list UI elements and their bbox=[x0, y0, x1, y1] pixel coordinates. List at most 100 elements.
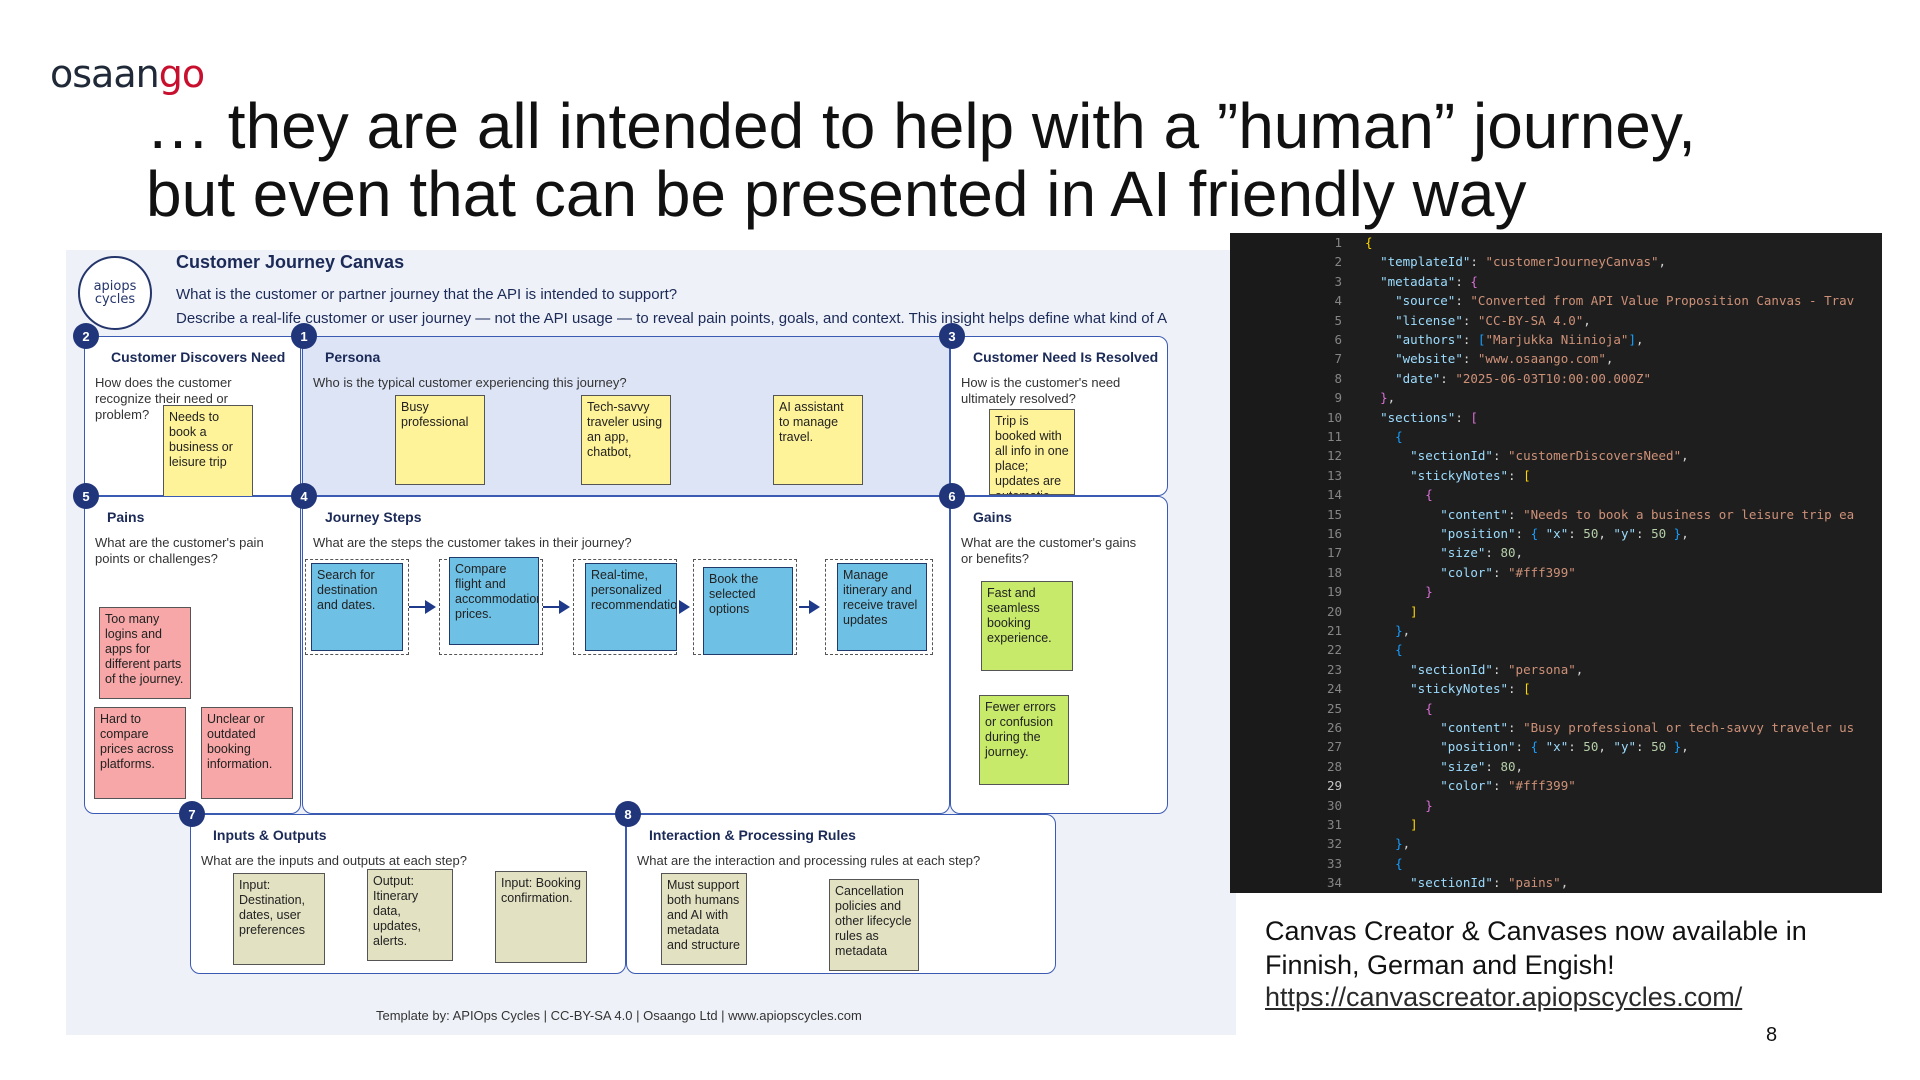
code-text: } bbox=[1425, 797, 1433, 813]
logo-part-2: go bbox=[158, 52, 205, 96]
sticky-note: Compare flight and accommodation prices. bbox=[449, 557, 539, 645]
code-line: 7 "website": "www.osaango.com", bbox=[1230, 349, 1882, 368]
code-text: }, bbox=[1395, 623, 1411, 638]
code-line: 11 { bbox=[1230, 427, 1882, 446]
section-title: Pains bbox=[107, 509, 145, 525]
section-question: What are the steps the customer takes in… bbox=[313, 535, 632, 550]
sticky-note: Cancellation policies and other lifecycl… bbox=[829, 879, 919, 971]
sticky-note: Fewer errors or confusion during the jou… bbox=[979, 695, 1069, 785]
section-question: How is the customer's need ultimately re… bbox=[961, 375, 1121, 406]
code-text: "sections": [ bbox=[1380, 409, 1478, 425]
section-title: Persona bbox=[325, 349, 381, 365]
apiops-cycles-logo: apiops cycles bbox=[78, 256, 152, 330]
section-title: Inputs & Outputs bbox=[213, 827, 327, 843]
code-text: "content": "Needs to book a business or … bbox=[1440, 506, 1855, 522]
code-line: 2 "templateId": "customerJourneyCanvas", bbox=[1230, 252, 1882, 271]
code-line: 15 "content": "Needs to book a business … bbox=[1230, 505, 1882, 524]
section-title: Interaction & Processing Rules bbox=[649, 827, 856, 843]
line-number: 24 bbox=[1326, 681, 1342, 697]
code-line: 9 }, bbox=[1230, 388, 1882, 407]
section-title: Customer Need Is Resolved bbox=[973, 349, 1159, 365]
code-text: "position": { "x": 50, "y": 50 }, bbox=[1440, 739, 1689, 755]
line-number: 28 bbox=[1326, 758, 1342, 774]
sticky-note: Trip is booked with all info in one plac… bbox=[989, 409, 1075, 495]
section-journey-steps: 4 Journey Steps What are the steps the c… bbox=[291, 483, 950, 814]
line-number: 2 bbox=[1334, 254, 1342, 270]
line-number: 18 bbox=[1326, 564, 1342, 580]
sticky-note: Needs to book a business or leisure trip bbox=[163, 405, 253, 497]
sticky-note: Output: Itinerary data, updates, alerts. bbox=[367, 869, 453, 961]
line-number: 21 bbox=[1326, 623, 1342, 638]
section-number-badge: 6 bbox=[939, 483, 965, 509]
code-text: "color": "#fff399" bbox=[1440, 564, 1576, 580]
code-text: "metadata": { bbox=[1380, 273, 1478, 289]
code-text: "stickyNotes": [ bbox=[1410, 467, 1531, 483]
customer-journey-canvas-image: apiops cycles Customer Journey Canvas Wh… bbox=[66, 250, 1236, 1035]
code-text: { bbox=[1395, 429, 1403, 444]
code-text: "license": "CC-BY-SA 4.0", bbox=[1395, 312, 1591, 328]
section-number-badge: 1 bbox=[291, 323, 317, 349]
line-number: 31 bbox=[1326, 817, 1342, 832]
line-number: 11 bbox=[1326, 429, 1342, 444]
canvas-question: What is the customer or partner journey … bbox=[176, 286, 678, 303]
sticky-note: Input: Destination, dates, user preferen… bbox=[233, 873, 325, 965]
line-number: 6 bbox=[1334, 332, 1342, 347]
code-text: "color": "#fff399" bbox=[1440, 778, 1576, 794]
code-line: 6 "authors": ["Marjukka Niinioja"], bbox=[1230, 330, 1882, 349]
section-title: Gains bbox=[973, 509, 1012, 525]
code-line: 16 "position": { "x": 50, "y": 50 }, bbox=[1230, 524, 1882, 543]
line-number: 14 bbox=[1326, 487, 1342, 503]
sticky-note: Book the selected options bbox=[703, 567, 793, 655]
canvas-creator-link[interactable]: https://canvascreator.apiopscycles.com/ bbox=[1265, 982, 1743, 1012]
sticky-note: Too many logins and apps for different p… bbox=[99, 607, 191, 699]
code-line: 31 ] bbox=[1230, 815, 1882, 834]
section-number-badge: 2 bbox=[73, 323, 99, 349]
code-line: 8 "date": "2025-06-03T10:00:00.000Z" bbox=[1230, 369, 1882, 388]
code-text: ] bbox=[1410, 603, 1418, 619]
section-question: Who is the typical customer experiencing… bbox=[313, 375, 627, 390]
code-line: 18 "color": "#fff399" bbox=[1230, 563, 1882, 582]
line-number: 17 bbox=[1326, 545, 1342, 561]
code-line: 21 }, bbox=[1230, 621, 1882, 640]
code-text: "website": "www.osaango.com", bbox=[1395, 351, 1614, 367]
section-title: Customer Discovers Need bbox=[111, 349, 286, 365]
line-number: 1 bbox=[1334, 235, 1342, 250]
sticky-note: Search for destination and dates. bbox=[311, 563, 403, 651]
code-text: { bbox=[1395, 855, 1403, 871]
flow-arrow-icon bbox=[559, 600, 570, 614]
sticky-note: Manage itinerary and receive travel upda… bbox=[837, 563, 927, 651]
code-line: 22 { bbox=[1230, 640, 1882, 659]
line-number: 27 bbox=[1326, 739, 1342, 755]
code-line: 3 "metadata": { bbox=[1230, 272, 1882, 291]
code-line: 1{ bbox=[1230, 233, 1882, 252]
line-number: 5 bbox=[1334, 312, 1342, 328]
section-number-badge: 3 bbox=[939, 323, 965, 349]
section-question: What are the interaction and processing … bbox=[637, 853, 981, 868]
canvas-footer: Template by: APIOps Cycles | CC-BY-SA 4.… bbox=[376, 1008, 862, 1023]
code-text: { bbox=[1395, 642, 1403, 658]
code-line: 4 "source": "Converted from API Value Pr… bbox=[1230, 291, 1882, 310]
canvas-description: Describe a real-life customer or user jo… bbox=[176, 310, 1168, 327]
code-line: 24 "stickyNotes": [ bbox=[1230, 679, 1882, 698]
line-number: 26 bbox=[1326, 720, 1342, 735]
section-title: Journey Steps bbox=[325, 509, 422, 525]
code-line: 26 "content": "Busy professional or tech… bbox=[1230, 718, 1882, 737]
code-text: "position": { "x": 50, "y": 50 }, bbox=[1440, 526, 1689, 541]
section-question: How does the customer recognize their ne… bbox=[95, 375, 232, 422]
line-number: 20 bbox=[1326, 603, 1342, 619]
line-number: 33 bbox=[1326, 855, 1342, 871]
section-question: What are the inputs and outputs at each … bbox=[201, 853, 467, 868]
section-gains: 6 Gains What are the customer's gains or… bbox=[939, 483, 1168, 814]
sticky-note: Input: Booking confirmation. bbox=[495, 871, 587, 963]
flow-arrow-icon bbox=[809, 600, 820, 614]
sticky-note: Tech-savvy traveler using an app, chatbo… bbox=[581, 395, 671, 485]
line-number: 15 bbox=[1326, 506, 1342, 522]
code-text: "size": 80, bbox=[1440, 758, 1524, 774]
line-number: 13 bbox=[1326, 467, 1342, 483]
sticky-note: Real-time, personalized recommendations. bbox=[585, 563, 677, 651]
code-text: "templateId": "customerJourneyCanvas", bbox=[1380, 254, 1667, 270]
section-number-badge: 5 bbox=[73, 483, 99, 509]
flow-arrow-line bbox=[543, 606, 561, 608]
code-line: 19 } bbox=[1230, 582, 1882, 601]
line-number: 25 bbox=[1326, 700, 1342, 716]
